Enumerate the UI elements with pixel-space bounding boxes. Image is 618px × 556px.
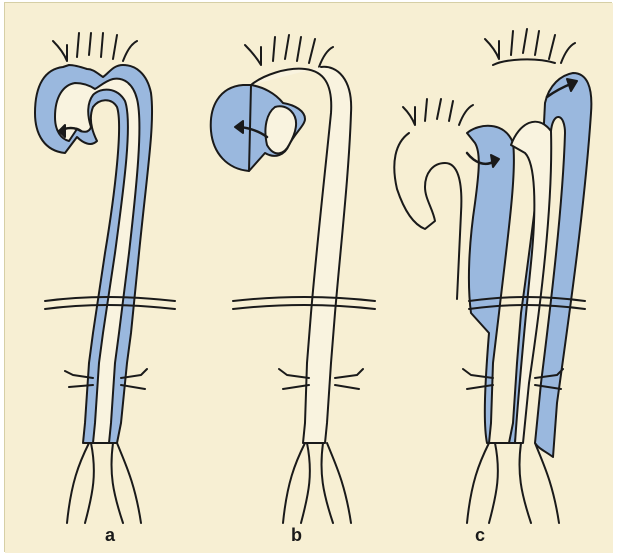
aortic-dissection-diagram — [5, 3, 613, 553]
figure-panel: a b c — [4, 2, 612, 552]
panel-label-c: c — [475, 526, 485, 544]
panel-label-a: a — [105, 526, 115, 544]
panel-label-b: b — [291, 526, 302, 544]
